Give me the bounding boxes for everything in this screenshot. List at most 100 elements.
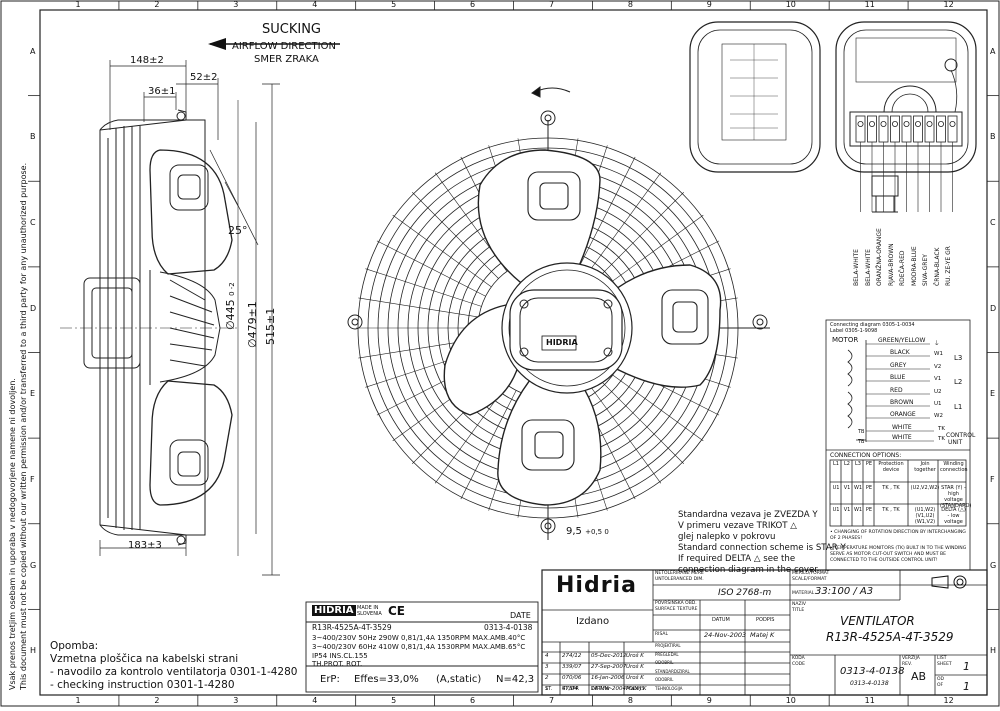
cd-terminal-2: V2 [934, 364, 942, 370]
tb-approval-label: ODOBRIL [655, 677, 674, 682]
connection-note-2: V primeru vezave TRIKOT △ [678, 521, 797, 531]
cd-terminal-3: V1 [934, 376, 942, 382]
terminal [867, 115, 877, 143]
tb-list-2: SHEET [937, 662, 952, 667]
tb-rev-cell: 18-Mar-2004 [591, 686, 627, 692]
projection-symbol-icon [931, 575, 967, 589]
tb-rev-cell: Uroš K [626, 675, 644, 681]
tb-of-2: OF [937, 683, 944, 688]
terminal [924, 115, 935, 143]
connection-note-5: If required DELTA △ see the [678, 554, 796, 564]
opomba-note: Opomba: Vzmetna ploščica na kabelski str… [50, 640, 297, 692]
cd-header-1: Connecting diagram 0305-1-0034 [830, 322, 915, 328]
cd-r2-6: DELTA (△) - low voltage [941, 507, 966, 525]
tb-tol-label-1: NETOLERIRANE MERE [655, 571, 704, 576]
grid-row-left-G: G [30, 560, 37, 570]
cd-th-1: L2 [844, 461, 850, 467]
cd-wire-5: BROWN [890, 399, 914, 406]
cd-terminal-5: U1 [934, 401, 942, 407]
dim-183: 183±3 [128, 540, 162, 551]
wire-label-2: ORANŽNA-ORANGE [876, 228, 883, 286]
grid-col-top-5: 5 [391, 0, 397, 9]
side-legal-text-1: Vsak prenos tretjim osebam in uporaba v … [8, 378, 17, 690]
grid-row-left-B: B [30, 132, 36, 142]
tb-rev-cell: Uroš K [626, 653, 644, 659]
nameplate-logo: HIDRIA [312, 605, 356, 616]
grid-row-right-G: G [990, 560, 997, 570]
nameplate-line3: IP54 INS.CL.155 [312, 652, 368, 660]
tb-of: 1 [963, 680, 970, 693]
cd-r1-4: TK , TK [882, 485, 900, 491]
terminal-screw [892, 121, 899, 128]
tb-tol-label-2: UNTOLERANCED DIM. [655, 577, 704, 582]
grid-col-bottom-6: 6 [470, 696, 476, 705]
airflow-line2: SMER ZRAKA [254, 54, 319, 65]
terminal-screw [869, 121, 876, 128]
tb-rev: AB [911, 670, 927, 683]
guard-spoke [579, 156, 636, 266]
grid-col-top-1: 1 [75, 0, 81, 9]
cd-th-3: PE [865, 461, 873, 467]
connection-diagram-frame [825, 319, 971, 571]
nameplate-date: DATE [510, 611, 531, 620]
terminal-screw [949, 121, 956, 128]
dim-52: 52±2 [190, 72, 218, 83]
grid-row-left-F: F [30, 474, 35, 484]
nameplate-made-in: MADE IN SLOVENIA [357, 605, 382, 617]
opomba-line3: - checking instruction 0301-1-4280 [50, 679, 235, 691]
tb-drawn-sign: Matej K [750, 631, 775, 639]
tb-rev-cell: 339/07 [562, 664, 582, 670]
grid-col-top-10: 10 [785, 0, 796, 9]
grid-row-right-D: D [990, 303, 997, 313]
nameplate-model: R13R-4525A-4T-3529 [312, 623, 392, 632]
side-dimension-lines [99, 60, 280, 576]
tb-rev-cell: 16-Jan-2006 [591, 675, 625, 681]
cd-line-L2: L2 [954, 378, 963, 386]
dim-angle: 25° [228, 224, 248, 237]
wire-label-1: BELA-WHITE [864, 249, 872, 286]
wire-label-4: RDEČA-RED [899, 250, 906, 287]
grid-col-top-3: 3 [233, 0, 239, 9]
cd-r1-6: STAR (Y) - high voltage (STANDARD) [940, 485, 972, 509]
grid-col-top-2: 2 [154, 0, 160, 9]
tb-rev-head: ST.SPR [562, 686, 579, 692]
tb-rev-head: ST. [545, 686, 553, 692]
airflow-line1: AIRFLOW DIRECTION [232, 41, 336, 52]
cd-terminal-0: ⏚ [934, 341, 940, 347]
tb-approval-label: PROJEKTIRAL [655, 643, 681, 648]
guard-spoke [588, 384, 662, 484]
tb-list-1: LIST [937, 656, 947, 661]
grid-row-right-A: A [990, 46, 996, 56]
wire-label-8: RU. ZE-YE GR [945, 246, 952, 286]
cd-terminal-4: U2 [934, 389, 942, 395]
connection-note-1: Standardna vezava je ZVEZDA Y [678, 510, 818, 520]
grid-col-top-7: 7 [548, 0, 555, 9]
cd-r1-1: V1 [843, 485, 851, 491]
tb-code-sub: 0313-4-0138 [850, 680, 889, 687]
tb-of-1: OD [937, 677, 945, 682]
tb-title-1: VENTILATOR [840, 614, 915, 628]
cd-r1-3: PE [865, 485, 873, 491]
cd-th-4: Protection device [878, 461, 904, 473]
dim-445: ∅445 0 -2 [224, 282, 237, 330]
tb-rev-cell: Uroš K [626, 664, 644, 670]
terminal-screw [880, 121, 887, 128]
cd-th-5: Join together [914, 461, 936, 473]
wire-label-5: MODRA-BLUE [910, 246, 918, 286]
tb-rev-2: REV. [902, 662, 912, 667]
grid-markers [28, 1, 999, 706]
tb-rev-cell: 27-Sep-2007 [591, 664, 627, 670]
side-view [60, 109, 240, 546]
tb-scale-label-2: SCALE/FORMAT [792, 577, 827, 582]
dim-445-value: ∅445 [224, 299, 237, 330]
tb-scale-label-1: MERILO/FORMAT [792, 571, 830, 576]
tb-surface-1: POVRŠINSKA OBD. [655, 601, 697, 606]
terminal [947, 115, 958, 143]
nameplate-ce: CE [388, 604, 406, 618]
projection-symbol [930, 574, 970, 589]
grid-col-bottom-9: 9 [706, 696, 712, 705]
title-block-frame [541, 569, 988, 696]
cd-th-6: Winding connection [940, 461, 968, 473]
